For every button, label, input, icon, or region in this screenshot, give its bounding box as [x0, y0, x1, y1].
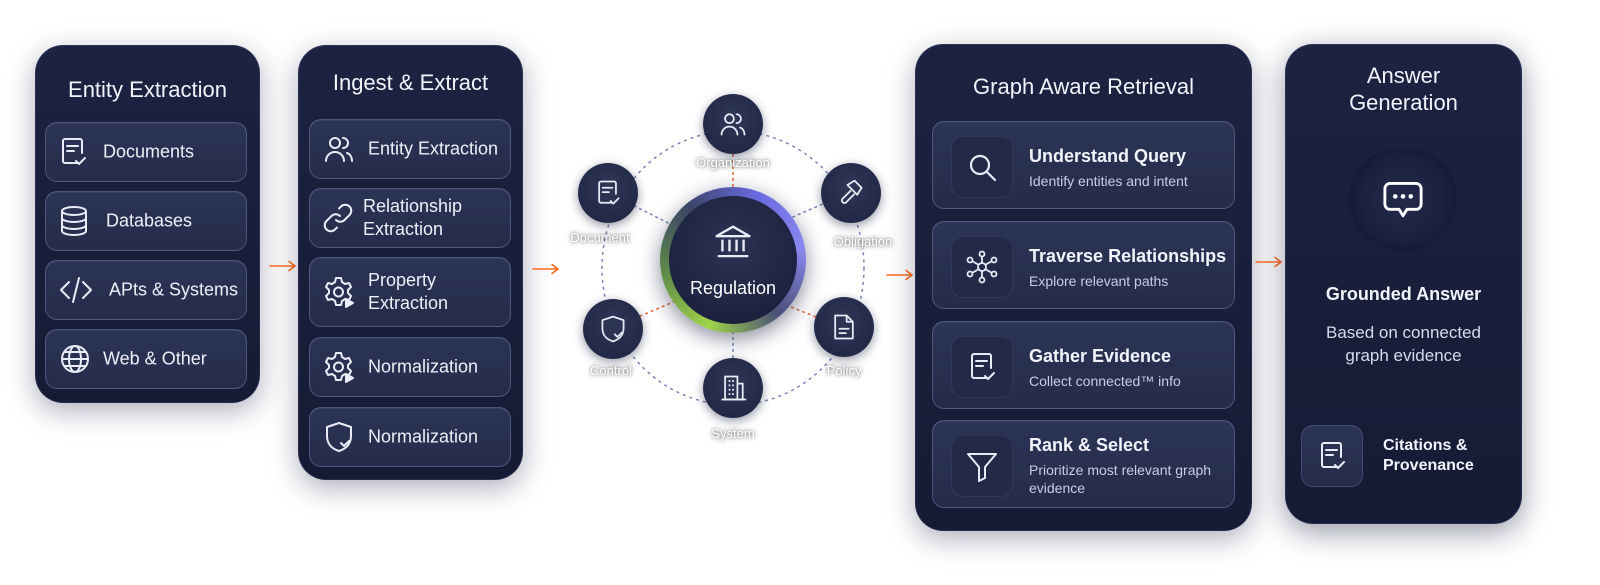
search-icon	[951, 136, 1013, 198]
panel-title: Entity Extraction	[68, 77, 227, 102]
panel-title: Ingest & Extract	[332, 70, 489, 95]
panel-title: Answer Generation	[1349, 63, 1458, 115]
flow-arrow-icon	[532, 263, 560, 275]
code-icon	[59, 273, 93, 307]
ingest-panel: Ingest & Extract Entity Extraction Relat…	[298, 45, 523, 480]
document-check-icon	[1315, 439, 1349, 473]
node-label: System	[711, 426, 755, 441]
answer-desc: Based on connected graph evidence	[1325, 323, 1481, 365]
flow-arrow-icon	[886, 269, 914, 281]
graph-node-organization[interactable]	[703, 94, 763, 154]
source-apis[interactable]: APts & Systems	[45, 260, 247, 320]
step-label: Relationship Extraction	[363, 196, 463, 239]
panel-title: Graph Aware Retrieval	[973, 74, 1194, 99]
funnel-icon	[951, 435, 1013, 497]
building-icon	[718, 373, 748, 403]
flow-arrow-icon	[1255, 256, 1283, 268]
network-icon	[951, 236, 1013, 298]
node-label: Organization	[696, 155, 770, 170]
gear-play-icon	[322, 275, 356, 309]
step-title: Gather Evidence	[1029, 346, 1172, 366]
step-title: Traverse Relationships	[1029, 246, 1227, 266]
shield-check-icon	[322, 420, 356, 454]
sources-panel: Entity Extraction Documents Databases AP…	[35, 45, 260, 403]
chat-bubble	[1349, 147, 1457, 251]
regulation-hub[interactable]: Regulation	[660, 187, 806, 333]
gear-play-icon	[322, 350, 356, 384]
step-desc: Collect connected™ info	[1029, 373, 1181, 389]
citations-label: Citations & Provenance	[1383, 437, 1474, 474]
step-label: Property Extraction	[368, 270, 449, 313]
step-property-extraction[interactable]: Property Extraction	[309, 257, 511, 327]
answer-title: Grounded Answer	[1325, 284, 1482, 304]
step-desc: Prioritize most relevant graph evidence	[1029, 462, 1212, 496]
users-icon	[718, 109, 748, 139]
document-check-icon	[56, 135, 90, 169]
hub-label: Regulation	[689, 278, 777, 298]
step-desc: Identify entities and intent	[1029, 173, 1188, 189]
flow-arrow-icon	[269, 260, 297, 272]
graph-node-control[interactable]	[583, 299, 643, 359]
policy-doc-icon	[829, 312, 859, 342]
graph-node-obligation[interactable]	[821, 163, 881, 223]
step-label: Normalization	[368, 356, 479, 377]
source-databases[interactable]: Databases	[45, 191, 247, 251]
step-entity-extraction[interactable]: Entity Extraction	[309, 119, 511, 179]
step-title: Understand Query	[1029, 146, 1187, 166]
source-web[interactable]: Web & Other	[45, 329, 247, 389]
step-title: Rank & Select	[1029, 435, 1150, 455]
bank-icon	[713, 222, 753, 262]
source-label: APts & Systems	[109, 279, 239, 300]
graph-node-policy[interactable]	[814, 297, 874, 357]
node-label: Document	[570, 230, 630, 245]
shield-check-icon	[598, 314, 628, 344]
step-label: Normalization	[368, 426, 479, 447]
step-normalization[interactable]: Normalization	[309, 337, 511, 397]
graph-node-system[interactable]	[703, 358, 763, 418]
step-relationship-extraction[interactable]: Relationship Extraction	[309, 188, 511, 248]
users-icon	[322, 132, 356, 166]
answer-panel: Answer Generation Grounded Answer Based …	[1285, 44, 1522, 524]
step-normalization-shield[interactable]: Normalization	[309, 407, 511, 467]
document-check-icon	[951, 336, 1013, 398]
chat-bubble-icon	[1381, 177, 1425, 221]
knowledge-graph: Regulation Organization Obligation Polic…	[560, 60, 900, 480]
node-label: Policy	[826, 363, 862, 378]
step-label: Entity Extraction	[368, 138, 499, 159]
node-label: Obligation	[833, 234, 893, 249]
gavel-icon	[836, 178, 866, 208]
citations-icon-box[interactable]	[1301, 425, 1363, 487]
retrieval-step-traverse[interactable]: Traverse Relationships Explore relevant …	[932, 221, 1235, 309]
document-check-icon	[593, 178, 623, 208]
source-label: Web & Other	[103, 348, 207, 369]
source-label: Databases	[106, 210, 193, 231]
globe-icon	[58, 342, 92, 376]
step-desc: Explore relevant paths	[1029, 273, 1169, 289]
retrieval-step-understand-query[interactable]: Understand Query Identify entities and i…	[932, 121, 1235, 209]
source-documents[interactable]: Documents	[45, 122, 247, 182]
retrieval-panel: Graph Aware Retrieval Understand Query I…	[915, 44, 1252, 531]
database-icon	[57, 204, 91, 238]
node-label: Control	[590, 363, 632, 378]
source-label: Documents	[103, 141, 195, 162]
retrieval-step-rank[interactable]: Rank & Select Prioritize most relevant g…	[932, 420, 1235, 508]
link-icon	[321, 201, 355, 235]
retrieval-step-gather[interactable]: Gather Evidence Collect connected™ info	[932, 321, 1235, 409]
graph-node-document[interactable]	[578, 163, 638, 223]
